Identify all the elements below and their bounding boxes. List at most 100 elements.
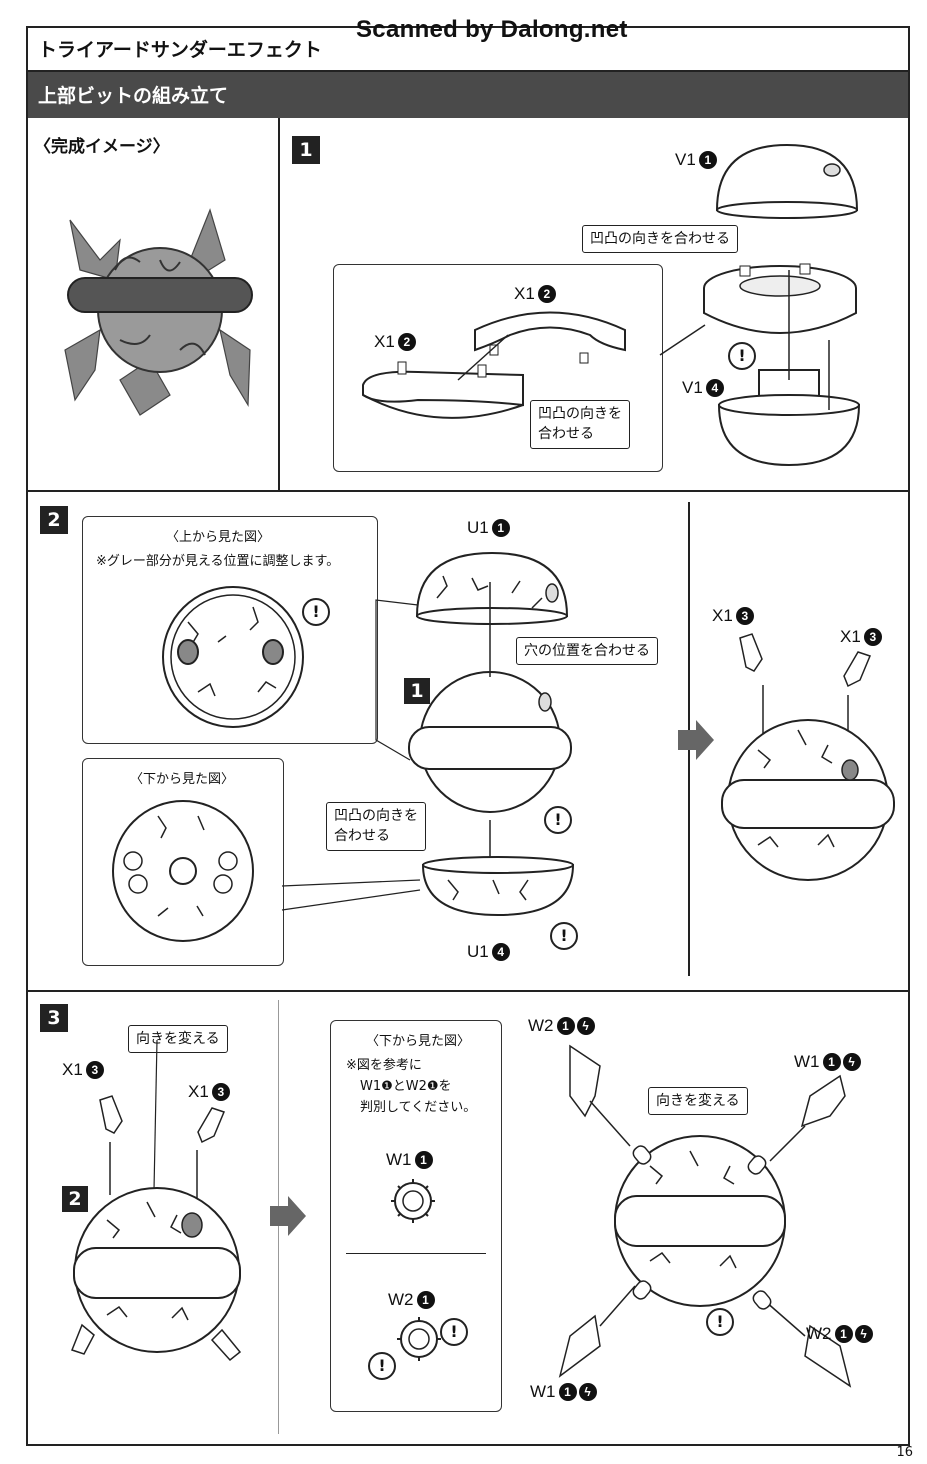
part-number-badge: 1 [834,1325,853,1343]
part-code: X1 [188,1082,209,1101]
section-bar: 上部ビットの組み立て [28,72,908,118]
step3-next-arrow [270,1196,306,1236]
step3-callout-turn: 向きを変える [128,1025,228,1054]
title-bar: トライアードサンダーエフェクト [28,28,908,72]
step1-ring-half-right [474,311,626,364]
step2-warning-bottom: ! [550,922,578,950]
divider-step2-top [28,490,908,492]
step3-panel-divider [346,1253,486,1254]
thunder-icon: ϟ [854,1325,873,1343]
step3-bottom-view-note-2: W1❶とW2❶を [360,1079,452,1094]
step3-bottom-view-note-1: ※図を参考に [346,1058,422,1073]
step2-callout-align: 凹凸の向きを 合わせる [326,802,426,851]
step3-callout-turn-right: 向きを変える [648,1087,748,1116]
part-number-badge: 1 [822,1053,841,1071]
part-number-badge: 1 [414,1151,433,1169]
part-code: W2 [806,1324,832,1343]
step2-top-view-illustration [162,586,304,728]
page-number: 16 [896,1445,913,1460]
part-number-badge: 2 [537,285,556,303]
callout-line-2: 合わせる [334,828,390,845]
step1-number: 1 [292,136,320,164]
step2-top-view-title: 〈上から見た図〉 [166,530,271,545]
part-number-badge: 1 [491,519,510,537]
page-frame [26,26,910,1446]
part-code: X1 [712,606,733,625]
part-code: W2 [528,1016,554,1035]
page-title: トライアードサンダーエフェクト [38,39,322,61]
callout-line-1: 凹凸の向きを [334,808,418,824]
step3-ref-step: 2 [62,1186,88,1212]
part-code: X1 [62,1060,83,1079]
step2-sphere-from-step1 [408,582,572,813]
callout-line-2: 合わせる [538,426,594,443]
step3-final-warning-icon: ! [706,1308,734,1336]
step2-bottom-view-title: 〈下から見た図〉 [130,772,235,787]
step2-next-arrow [678,720,714,760]
step3-bottom-view-title: 〈下から見た図〉 [366,1034,471,1049]
part-code: V1 [682,378,703,397]
step2-bottom-view-illustration [112,800,254,942]
callout-line-1: 凹凸の向きを [538,406,622,422]
divider-top-vertical [278,118,280,492]
part-number-badge: 1 [416,1291,435,1309]
part-number-badge: 3 [211,1083,230,1101]
step3-bottom-view-note-3: 判別してください。 [360,1100,477,1115]
step1-ring-half-left [362,334,524,419]
part-number-badge: 2 [397,333,416,351]
part-code: U1 [467,518,489,537]
step3-w2-gear-icon [397,1317,441,1361]
part-number-badge: 3 [863,628,882,646]
part-number-badge: 1 [558,1383,577,1401]
step3-final-illustration [558,1044,852,1388]
step2-warning-mid: ! [544,806,572,834]
part-code: W1 [530,1382,556,1401]
step2-callout-holes: 穴の位置を合わせる [516,637,658,666]
step2-number: 2 [40,506,68,534]
step3-w1-gear-icon [391,1179,435,1223]
step3-panel-warning-right: ! [440,1318,468,1346]
part-number-badge: 1 [698,151,717,169]
step1-callout-align-top: 凹凸の向きを合わせる [582,225,738,254]
step2-lower-dome [421,820,575,917]
thunder-icon: ϟ [578,1383,597,1401]
step1-dome-bottom [717,270,861,467]
part-code: V1 [675,150,696,169]
part-code: W1 [386,1150,412,1169]
complete-image-illustration [64,208,253,416]
part-number-badge: 4 [491,943,510,961]
step1-ring-upper [703,263,857,334]
part-code: X1 [840,627,861,646]
thunder-icon: ϟ [576,1017,595,1035]
part-code: W1 [794,1052,820,1071]
step1-panel-connector [659,324,706,356]
complete-image-label: 〈完成イメージ〉 [34,137,170,157]
step3-panel-warning-left: ! [368,1352,396,1380]
part-number-badge: 3 [735,607,754,625]
part-code: U1 [467,942,489,961]
divider-step3-top [28,990,908,992]
step2-result-illustration [721,633,895,881]
part-code: X1 [374,332,395,351]
part-number-badge: 3 [85,1061,104,1079]
step3-sphere-illustration [71,1039,242,1362]
step1-warning-icon: ! [728,342,756,370]
part-code: W2 [388,1290,414,1309]
thunder-icon: ϟ [842,1053,861,1071]
part-code: X1 [514,284,535,303]
